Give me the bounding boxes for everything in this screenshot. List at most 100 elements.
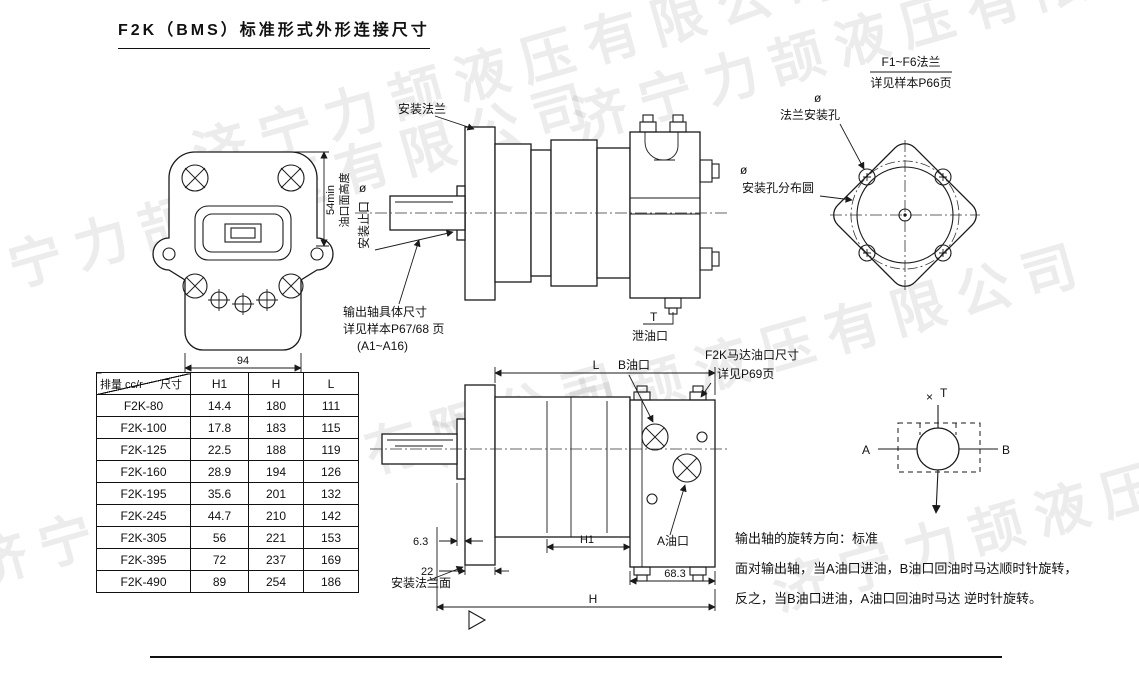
- surface-flag-icon: [468, 610, 487, 630]
- shaft-note-line3: (A1~A16): [357, 339, 408, 353]
- shaft-note-line1: 输出轴具体尺寸: [343, 304, 427, 319]
- flange-body: [830, 140, 980, 290]
- label-mount-hole: ø 法兰安装孔: [780, 91, 865, 170]
- flange-subtitle: 详见样本P66页: [870, 75, 951, 90]
- rotation-note-line2: 面对输出轴，当A油口进油，B油口回油时马达顺时针旋转，: [735, 561, 1078, 576]
- port-b-circle: [641, 423, 669, 451]
- schematic-a-label: A: [862, 443, 870, 457]
- rotation-note: 输出轴的旋转方向：标准 面对输出轴，当A油口进油，B油口回油时马达顺时针旋转， …: [735, 524, 1107, 614]
- bottom-view-drawing: L B油口 F2K马达油口尺寸 详见P69页 A油口 6.3 H1: [370, 348, 799, 630]
- cell-model: F2K-245: [96, 504, 191, 527]
- col-header-h1: H1: [190, 372, 249, 395]
- col-header-l: L: [303, 372, 359, 395]
- port-face-height-label: 油口面高度: [337, 173, 351, 228]
- schematic-b-label: B: [1002, 443, 1010, 457]
- mount-flange-label: 安装法兰: [398, 101, 446, 116]
- pilot-circle: [856, 166, 954, 264]
- port-note-line1: F2K马达油口尺寸: [705, 348, 799, 362]
- label-bolt-circle: ø 安装孔分布圆: [740, 163, 853, 203]
- dim-68-3-label: 68.3: [664, 568, 685, 580]
- schematic-box: [897, 422, 981, 473]
- dim-6-3-label: 6.3: [413, 536, 428, 548]
- port-a-circle: [672, 453, 702, 483]
- bolt-holes: [162, 164, 324, 261]
- port-size-note: F2K马达油口尺寸 详见P69页: [700, 348, 799, 398]
- shaft-note-line2: 详见样本P67/68 页: [343, 321, 444, 336]
- schematic-t-label: T: [940, 386, 948, 400]
- bolt-circle-phi: ø: [740, 163, 748, 177]
- dim-H1-label: H1: [580, 534, 594, 546]
- corner-label-displacement: 排量 cc/r: [100, 379, 143, 391]
- flange-view-drawing: F1~F6法兰 详见样本P66页 ø 法兰安装孔 ø 安装孔分布圆: [740, 55, 980, 290]
- pilot-label: 安装止口: [356, 201, 371, 249]
- shaft-note: 输出轴具体尺寸 详见样本P67/68 页 (A1~A16): [343, 239, 444, 353]
- port-a-callout: A油口: [657, 484, 689, 548]
- motor-body-bottom: [381, 384, 716, 582]
- pilot-phi-label: ø: [359, 181, 367, 195]
- port-b-callout: B油口: [618, 358, 654, 423]
- cell-model: F2K-80: [96, 394, 191, 417]
- t-port-label: T: [650, 310, 658, 324]
- dim-H-label: H: [589, 592, 598, 606]
- flange-note: F1~F6法兰 详见样本P66页: [870, 55, 952, 90]
- cell-model: F2K-195: [96, 482, 191, 505]
- mount-hole-phi: ø: [814, 91, 822, 105]
- motor-body: [464, 114, 720, 315]
- bolt-circle-label: 安装孔分布圆: [742, 180, 814, 195]
- hydraulic-schematic: × T A B: [862, 386, 1010, 514]
- port-block: [629, 399, 716, 568]
- port-face-detail: [182, 205, 304, 315]
- footer-rule: [150, 656, 1002, 658]
- dim-94: 94: [184, 353, 302, 373]
- dim-54min: 54min 油口面高度: [294, 151, 351, 247]
- dim-68-3: 68.3: [629, 568, 716, 585]
- cell-model: F2K-490: [96, 570, 191, 593]
- bolt-circle: [850, 160, 960, 270]
- cell-model: F2K-125: [96, 438, 191, 461]
- dim-94-label: 94: [237, 355, 249, 367]
- drain-callout: T 泄油口: [632, 310, 674, 343]
- label-mount-flange: 安装法兰: [398, 101, 475, 131]
- port-a-label: A油口: [657, 534, 689, 548]
- dim-H: H: [436, 527, 716, 611]
- table-header-row: 尺寸 排量 cc/r H1 H L: [96, 372, 359, 395]
- page-title: F2K（BMS）标准形式外形连接尺寸: [118, 16, 430, 49]
- dim-54min-label: 54min: [325, 185, 337, 215]
- cell-model: F2K-305: [96, 526, 191, 549]
- dim-L-label: L: [593, 358, 600, 372]
- schematic-cross-icon: ×: [926, 390, 933, 404]
- mounting-plate-outline: [152, 151, 334, 351]
- port-b-label: B油口: [618, 358, 650, 372]
- front-view-drawing: 94 54min 油口面高度: [152, 151, 351, 373]
- table-corner-cell: 尺寸 排量 cc/r: [96, 372, 191, 395]
- port-note-line2: 详见P69页: [717, 366, 774, 381]
- drain-stub: [664, 297, 682, 309]
- rotation-note-line3: 反之，当B油口进油，A油口回油时马达 逆时针旋转。: [735, 591, 1042, 606]
- cell-model: F2K-160: [96, 460, 191, 483]
- mount-hole-label: 法兰安装孔: [780, 107, 840, 122]
- dim-L: L: [494, 358, 716, 395]
- drain-port-label: 泄油口: [632, 329, 668, 343]
- rotation-note-line1: 输出轴的旋转方向：标准: [735, 531, 879, 546]
- flange-face-label: 安装法兰面: [391, 575, 451, 590]
- motor-symbol: [916, 427, 960, 471]
- corner-label-size: 尺寸: [160, 379, 182, 391]
- side-view-drawing: 安装法兰 ø 安装止口 输出轴具体尺寸 详见样本P67/68 页 (A1~A16…: [343, 101, 730, 353]
- dim-22-label: 22: [421, 566, 433, 578]
- flange-face-callout: 安装法兰面: [391, 565, 487, 630]
- cell-model: F2K-395: [96, 548, 191, 571]
- dim-H1: H1: [546, 534, 631, 553]
- flange-title: F1~F6法兰: [881, 55, 940, 69]
- col-header-h: H: [248, 372, 304, 395]
